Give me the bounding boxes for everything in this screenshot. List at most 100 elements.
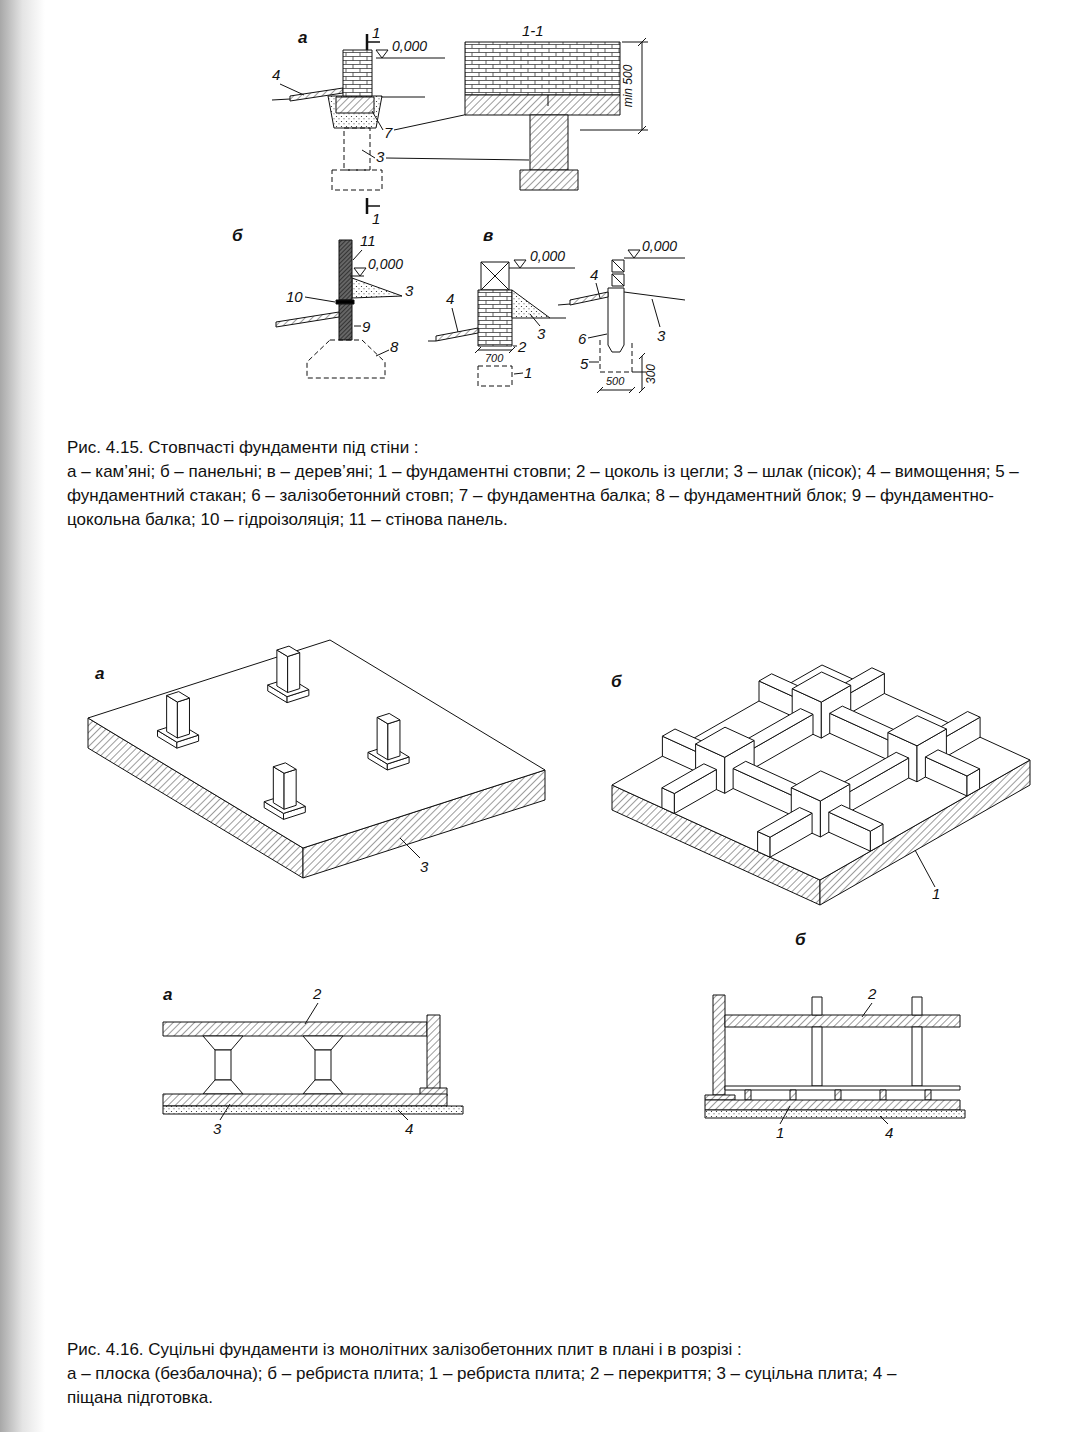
leader-line (780, 1106, 790, 1124)
solid-slab (88, 640, 545, 848)
callout-number: 4 (885, 1124, 893, 1141)
dimension-tick (597, 387, 603, 393)
rib-node (791, 771, 850, 801)
leader-line (514, 373, 523, 374)
callout-number: 4 (272, 66, 280, 83)
rib-node (888, 716, 947, 746)
column (277, 646, 300, 656)
ground-line (428, 341, 436, 342)
callout-number: 11 (360, 232, 376, 249)
level-triangle (354, 268, 366, 276)
ground-line (382, 97, 425, 98)
sand-bed (705, 1110, 965, 1118)
level-triangle (514, 260, 526, 268)
level-line (509, 268, 575, 269)
extension-line (622, 42, 648, 43)
column-capital (303, 1036, 343, 1050)
log-mark (612, 260, 624, 272)
floor-slab (725, 1015, 960, 1027)
leader-line (915, 850, 935, 887)
dimension-line (642, 42, 643, 130)
section-marker (367, 205, 380, 207)
figure-letter: а (95, 664, 104, 684)
slag-fill (328, 96, 382, 128)
section-mark: 1 (372, 24, 380, 41)
callout-number: 3 (657, 327, 665, 344)
level-mark: 0,000 (368, 256, 403, 272)
column (912, 997, 922, 1015)
leader-line (400, 838, 420, 858)
callout-number: 10 (286, 288, 303, 305)
slab-rib (745, 1090, 751, 1100)
column-base (303, 1080, 343, 1094)
callout-number: 3 (405, 282, 413, 299)
scan-shade (0, 0, 45, 1432)
brick-wall (343, 50, 372, 96)
floor-slab (163, 1022, 427, 1036)
dimension-line (642, 356, 643, 390)
figure-letter: а (298, 28, 307, 48)
dimension-line (600, 390, 632, 391)
column (284, 769, 296, 809)
pillar-footing (332, 170, 382, 190)
column (177, 698, 189, 738)
wall (427, 1015, 440, 1095)
leader-line (398, 1110, 408, 1120)
brick-plinth (478, 290, 512, 346)
column (215, 1050, 231, 1080)
level-mark: 0,000 (392, 38, 427, 54)
callout-number: 4 (590, 266, 598, 283)
column (273, 763, 296, 773)
rib-node (792, 672, 851, 702)
dimension: 700 (485, 352, 503, 365)
callout-number: 2 (518, 338, 526, 355)
callout-number: 3 (420, 858, 428, 875)
slag-fill (352, 278, 402, 298)
foundation-beam (465, 95, 620, 115)
drawing (88, 34, 1030, 1124)
foundation-socket (600, 340, 632, 372)
callout-number: 8 (390, 338, 398, 355)
callout-number: 1 (524, 364, 532, 381)
leader-line (220, 1104, 230, 1120)
figure-caption: а – кам’яні; б – панельні; в – дерев’яні… (67, 460, 1042, 532)
slab-rib (790, 1090, 796, 1100)
dimension-line (478, 350, 512, 351)
leader-line (862, 1003, 872, 1017)
leader-line (513, 346, 517, 347)
leader-line (652, 299, 660, 327)
log-wall (612, 260, 624, 272)
solid-slab (163, 1094, 447, 1106)
column (277, 650, 288, 693)
leader-line (588, 334, 607, 338)
ground-line (624, 292, 685, 300)
callout-number: 7 (384, 124, 392, 141)
callout-number: 3 (537, 325, 545, 342)
dimension: 500 (606, 375, 624, 388)
level-line (350, 276, 364, 277)
wall-panel (339, 240, 352, 300)
pillar-footing (520, 170, 578, 190)
leader-line (596, 283, 600, 298)
slab-rib (925, 750, 979, 776)
section-title: 1-1 (522, 22, 544, 39)
figure-letter: б (232, 226, 243, 246)
leader-line (880, 1116, 888, 1124)
leader-line (452, 308, 458, 332)
column (912, 1027, 922, 1086)
callout-number: 9 (362, 318, 370, 335)
dimension: 300 (645, 364, 659, 384)
figure-letter: а (163, 985, 172, 1005)
ribbed-slab (705, 1100, 960, 1110)
level-triangle (376, 50, 388, 58)
dimension-tick (475, 347, 481, 353)
callout-number: 4 (405, 1120, 413, 1137)
wall-footing (705, 1095, 735, 1100)
extension-line (580, 130, 648, 131)
column (167, 696, 178, 739)
level-mark: 0,000 (642, 238, 677, 254)
leader-line (280, 84, 304, 95)
